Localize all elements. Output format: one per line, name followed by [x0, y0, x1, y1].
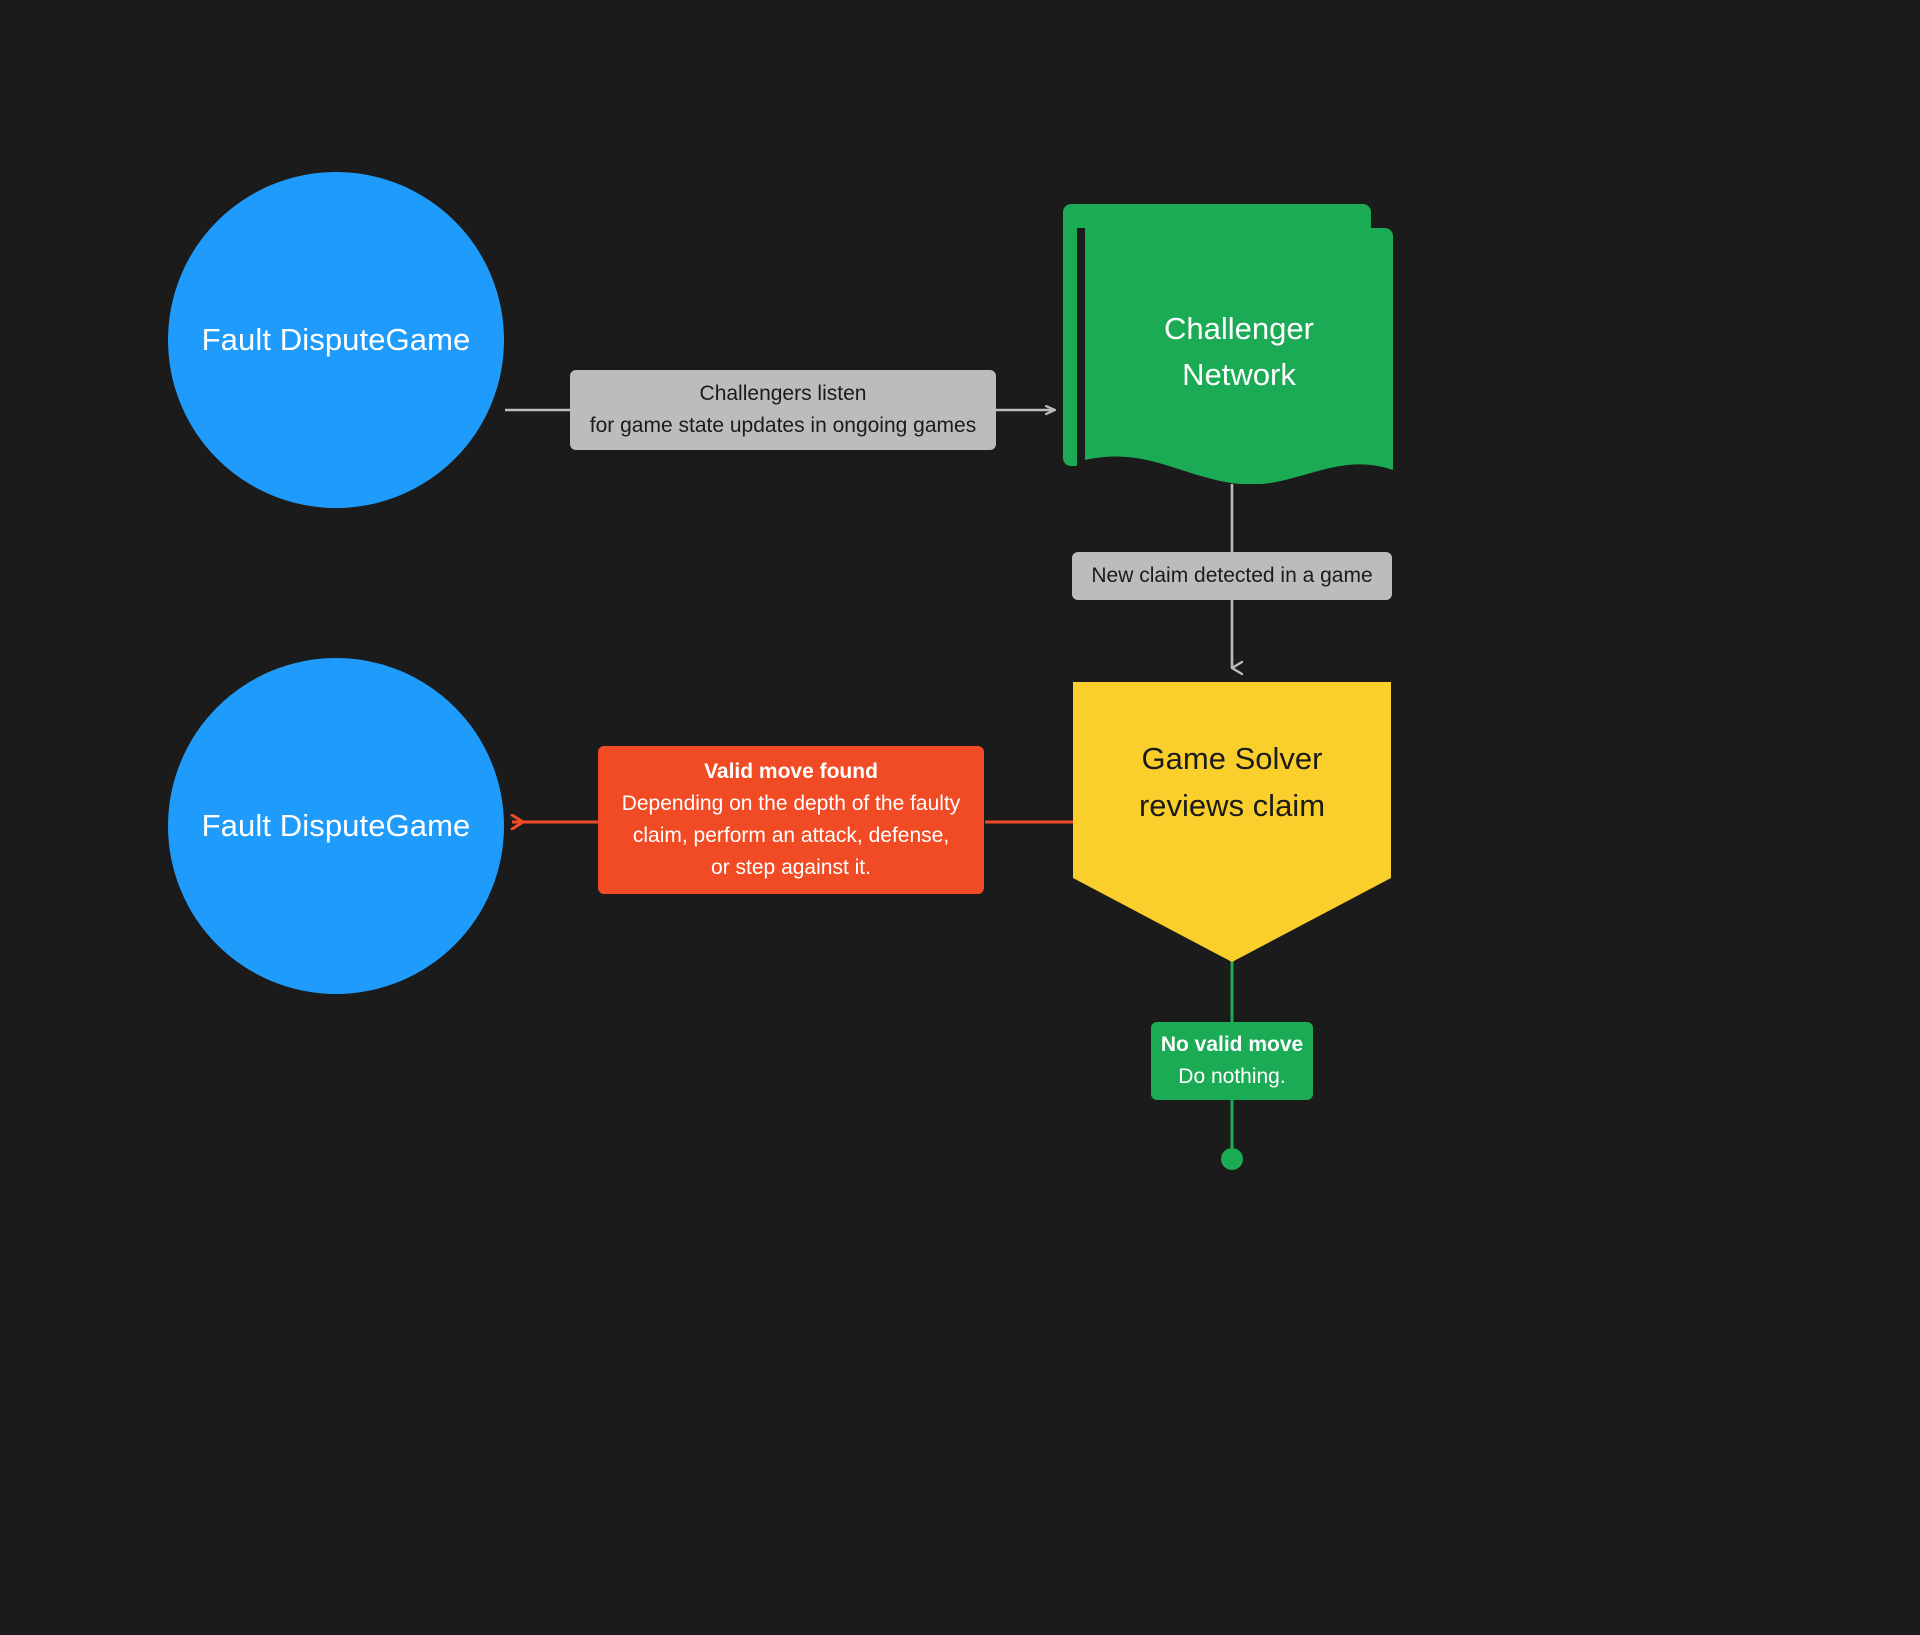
- node-challenger-network[interactable]: Challenger Network: [1063, 204, 1395, 486]
- edge-label-new-claim: New claim detected in a game: [1072, 552, 1392, 600]
- node-label: Fault DisputeGame: [201, 321, 471, 357]
- document-front-layer: [1085, 228, 1393, 476]
- node-fault-dispute-game-top[interactable]: Fault DisputeGame: [168, 172, 504, 508]
- node-fault-dispute-game-bottom[interactable]: Fault DisputeGame: [168, 658, 504, 994]
- node-label: Fault DisputeGame: [201, 807, 471, 843]
- node-label: Game Solver reviews claim: [1138, 741, 1326, 823]
- document-wave-edge: [1085, 444, 1393, 484]
- node-game-solver[interactable]: Game Solver reviews claim: [1073, 682, 1391, 962]
- edge-label-valid-move: Valid move found Depending on the depth …: [598, 746, 984, 894]
- edge-label-no-valid-move: No valid move Do nothing.: [1151, 1022, 1313, 1100]
- edge-label-challengers-listen: Challengers listen for game state update…: [570, 370, 996, 450]
- node-label: Challenger Network: [1164, 310, 1314, 393]
- document-layer-divider: [1077, 228, 1085, 476]
- terminal-dot: [1221, 1148, 1243, 1170]
